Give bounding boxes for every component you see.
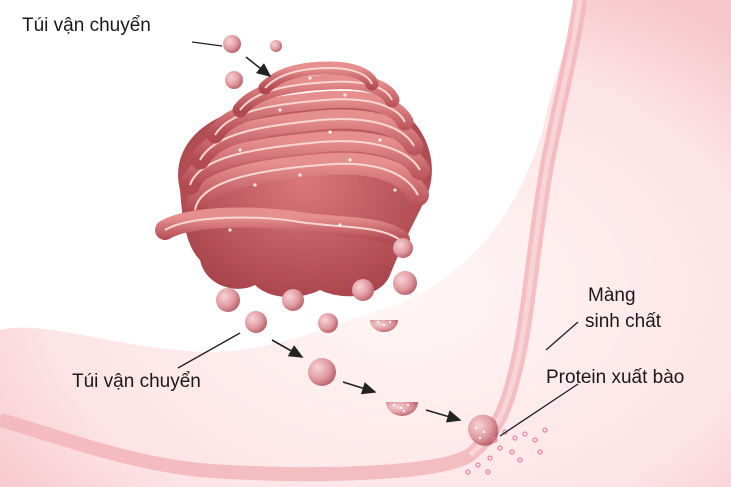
golgi-apparatus	[165, 68, 432, 312]
label-vesicle-top: Túi vận chuyển	[22, 16, 151, 35]
transport-vesicle	[270, 40, 282, 52]
label-membrane-line1: Màng	[588, 286, 636, 305]
label-vesicle-bottom: Túi vận chuyển	[72, 372, 201, 391]
label-secreted-protein: Protein xuất bào	[546, 368, 684, 387]
leader-line	[192, 42, 222, 46]
transport-vesicle	[308, 358, 336, 386]
transport-vesicle	[318, 313, 338, 333]
arrow	[246, 57, 270, 76]
transport-vesicle	[245, 311, 267, 333]
transport-vesicle	[225, 71, 243, 89]
label-membrane-line2: sinh chất	[585, 312, 661, 331]
transport-vesicle	[223, 35, 241, 53]
